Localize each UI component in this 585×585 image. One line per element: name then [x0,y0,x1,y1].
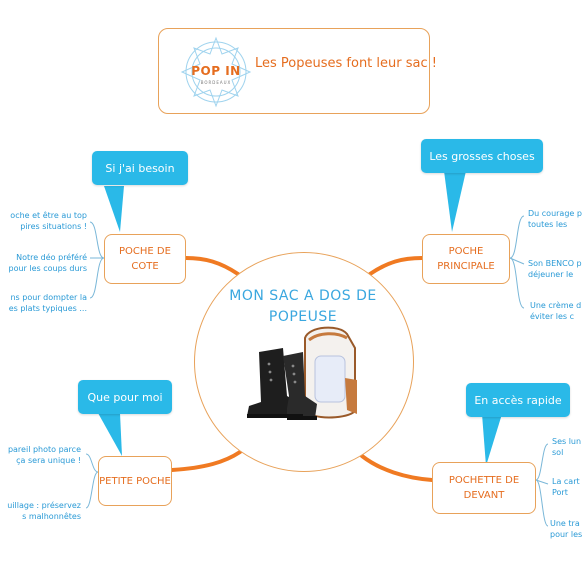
node-poche-de-cote: POCHE DE COTE [104,234,186,284]
node-poche-principale: POCHE PRINCIPALE [422,234,510,284]
page-title: Les Popeuses font leur sac ! [255,56,437,71]
logo-subtext: BORDEAUX [200,80,232,85]
bubble-top-left: Si j'ai besoin [92,151,188,185]
bubble-bottom-left: Que pour moi [78,380,172,414]
center-title: MON SAC A DOS DE POPEUSE [229,288,377,325]
node-pochette-de-devant: POCHETTE DE DEVANT [432,462,536,514]
logo-text: POP IN [191,64,241,78]
bubble-bottom-right: En accès rapide [466,383,570,417]
node-petite-poche: PETITE POCHE [98,456,172,506]
bubble-top-right: Les grosses choses [421,139,543,173]
logo-medallion-icon [180,36,252,108]
boots-and-backpack-icon [247,326,357,420]
